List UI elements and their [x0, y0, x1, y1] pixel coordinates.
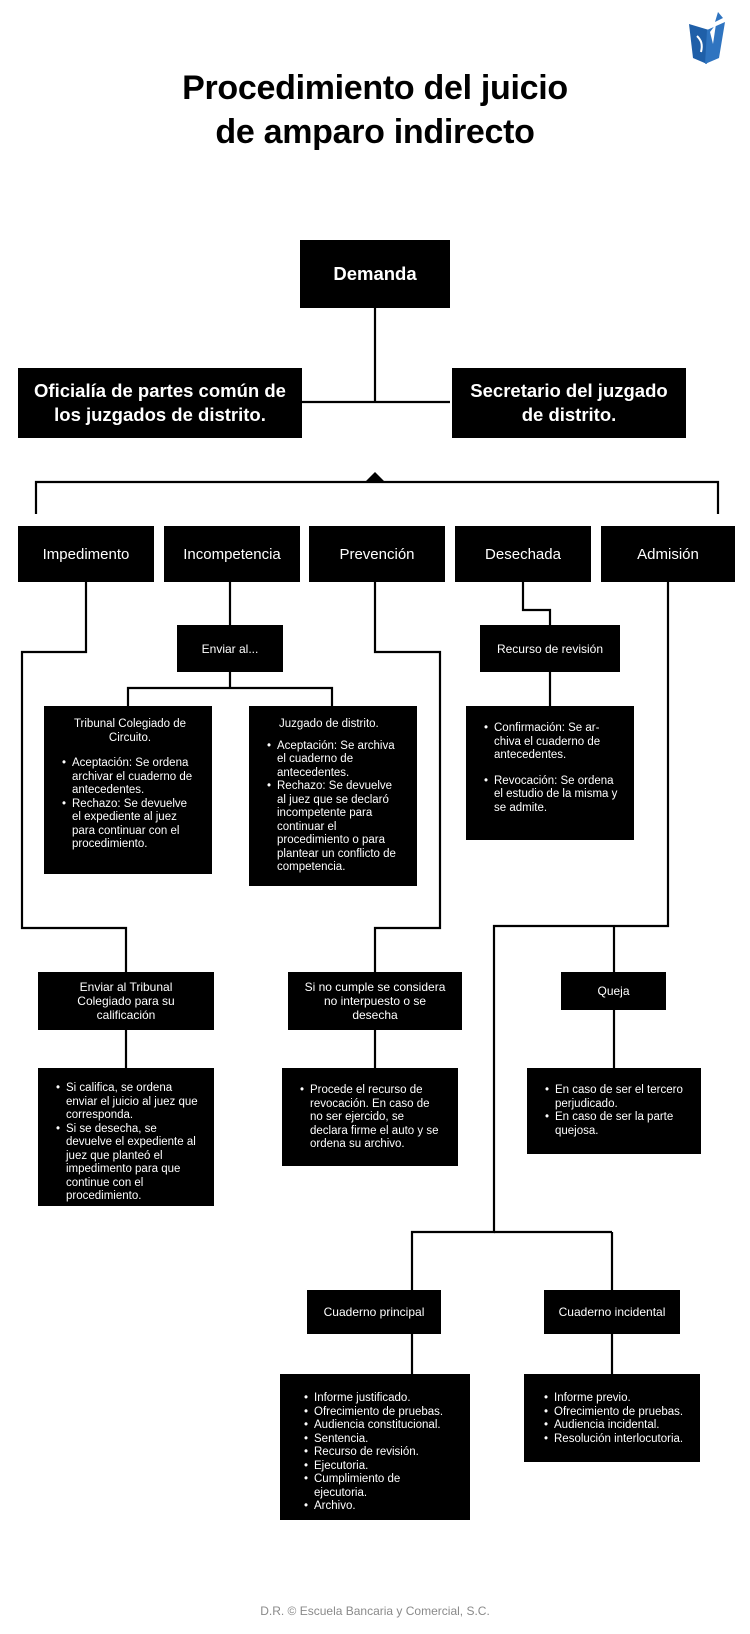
- cuaderno-principal-box: Cuaderno principal: [307, 1290, 441, 1334]
- recurso-revision-box: Recurso de revisión: [480, 625, 620, 672]
- califica-detalle-box: Si califica, se ordena enviar el juicio …: [38, 1068, 214, 1206]
- page-title-line-2: de amparo indirecto: [215, 113, 535, 151]
- page-title-line-1: Procedimiento del juicio: [182, 69, 568, 107]
- juzgado-distrito-box: Juzgado de distrito. Aceptación: Se arch…: [249, 706, 417, 886]
- revocacion-detalle-item: Procede el recurso de revocación. En cas…: [300, 1084, 444, 1152]
- recurso-revision-label: Recurso de revisión: [496, 641, 604, 656]
- principal-detalle-item: Sentencia.: [304, 1433, 456, 1447]
- queja-detalle-item: En caso de ser el tercero perjudicado.: [545, 1084, 687, 1111]
- enviar-al-box: Enviar al...: [177, 625, 283, 672]
- impedimento-label: Impedimento: [42, 545, 130, 563]
- desechada-box: Desechada: [455, 526, 591, 582]
- oficialia-label: Oficialía de partes común de los juzgado…: [34, 380, 286, 425]
- impedimento-box: Impedimento: [18, 526, 154, 582]
- cuaderno-principal-label: Cuaderno principal: [323, 1305, 425, 1319]
- queja-detalle-box: En caso de ser el tercero perjudicado. E…: [527, 1068, 701, 1154]
- tribunal-colegiado-box: Tribunal Colegiado de Circuito. Aceptaci…: [44, 706, 212, 874]
- enviar-al-label: Enviar al...: [201, 641, 259, 656]
- demanda-box: Demanda: [300, 240, 450, 308]
- footer-copyright: D.R. © Escuela Bancaria y Comercial, S.C…: [260, 1604, 490, 1618]
- bracket-arrow-icon: [365, 472, 385, 482]
- school-logo-icon: [689, 12, 725, 64]
- queja-label: Queja: [597, 984, 630, 998]
- desechada-label: Desechada: [485, 545, 561, 563]
- prevencion-label: Prevención: [339, 545, 415, 563]
- incidental-detalle-item: Ofrecimiento de pruebas.: [544, 1406, 690, 1420]
- principal-detalle-item: Audiencia constitucional.: [304, 1419, 456, 1433]
- incidental-detalle-item: Resolución interlocutoria.: [544, 1433, 690, 1447]
- principal-detalle-box: Informe justificado. Ofrecimiento de pru…: [280, 1374, 470, 1520]
- queja-box: Queja: [561, 972, 666, 1010]
- juzgado-distrito-title: Juzgado de distrito.: [279, 718, 379, 730]
- demanda-label: Demanda: [333, 263, 417, 284]
- enviar-tribunal-label: Enviar al Tribunal Colegiado para su cal…: [77, 980, 175, 1022]
- principal-detalle-item: Cumplimiento de ejecutoria.: [304, 1473, 456, 1500]
- cuaderno-incidental-box: Cuaderno incidental: [544, 1290, 680, 1334]
- incidental-detalle-box: Informe previo. Ofrecimiento de pruebas.…: [524, 1374, 700, 1462]
- principal-detalle-item: Ofrecimiento de pruebas.: [304, 1406, 456, 1420]
- revision-detalle-item: Revocación: Se ordena el estudio de la m…: [484, 775, 620, 816]
- juzgado-distrito-item: Rechazo: Se devuelve al juez que se decl…: [267, 780, 403, 875]
- incompetencia-box: Incompetencia: [164, 526, 300, 582]
- califica-detalle-item: Si califica, se ordena enviar el juicio …: [56, 1082, 200, 1123]
- incompetencia-label: Incompetencia: [183, 545, 281, 563]
- tribunal-colegiado-title: Tribunal Colegiado de Circuito.: [73, 718, 187, 744]
- queja-detalle-item: En caso de ser la parte quejosa.: [545, 1111, 687, 1138]
- enviar-tribunal-box: Enviar al Tribunal Colegiado para su cal…: [38, 972, 214, 1030]
- principal-detalle-item: Ejecutoria.: [304, 1460, 456, 1474]
- principal-detalle-item: Informe justificado.: [304, 1392, 456, 1406]
- revision-detalle-box: Confirmación: Se ar- chiva el cuaderno d…: [466, 706, 634, 840]
- prevencion-box: Prevención: [309, 526, 445, 582]
- juzgado-distrito-item: Aceptación: Se archiva el cuaderno de an…: [267, 740, 403, 781]
- secretario-box: Secretario del juzgado de distrito.: [452, 368, 686, 438]
- no-cumple-box: Si no cumple se considera no interpuesto…: [288, 972, 462, 1030]
- admision-label: Admisión: [637, 545, 699, 563]
- principal-detalle-item: Recurso de revisión.: [304, 1446, 456, 1460]
- oficialia-box: Oficialía de partes común de los juzgado…: [18, 368, 302, 438]
- califica-detalle-item: Si se desecha, se devuelve el expediente…: [56, 1123, 200, 1204]
- secretario-label: Secretario del juzgado de distrito.: [470, 380, 668, 425]
- revision-detalle-item: Confirmación: Se ar- chiva el cuaderno d…: [484, 722, 620, 763]
- tribunal-colegiado-item: Rechazo: Se devuelve el expediente al ju…: [62, 798, 198, 852]
- principal-detalle-item: Archivo.: [304, 1500, 456, 1514]
- revocacion-detalle-box: Procede el recurso de revocación. En cas…: [282, 1068, 458, 1166]
- tribunal-colegiado-item: Aceptación: Se ordena archivar el cuader…: [62, 757, 198, 798]
- admision-box: Admisión: [601, 526, 735, 582]
- incidental-detalle-item: Audiencia incidental.: [544, 1419, 690, 1433]
- incidental-detalle-item: Informe previo.: [544, 1392, 690, 1406]
- page-title: Procedimiento del juicio de amparo indir…: [0, 66, 750, 154]
- cuaderno-incidental-label: Cuaderno incidental: [558, 1305, 666, 1319]
- no-cumple-label: Si no cumple se considera no interpuesto…: [304, 980, 446, 1022]
